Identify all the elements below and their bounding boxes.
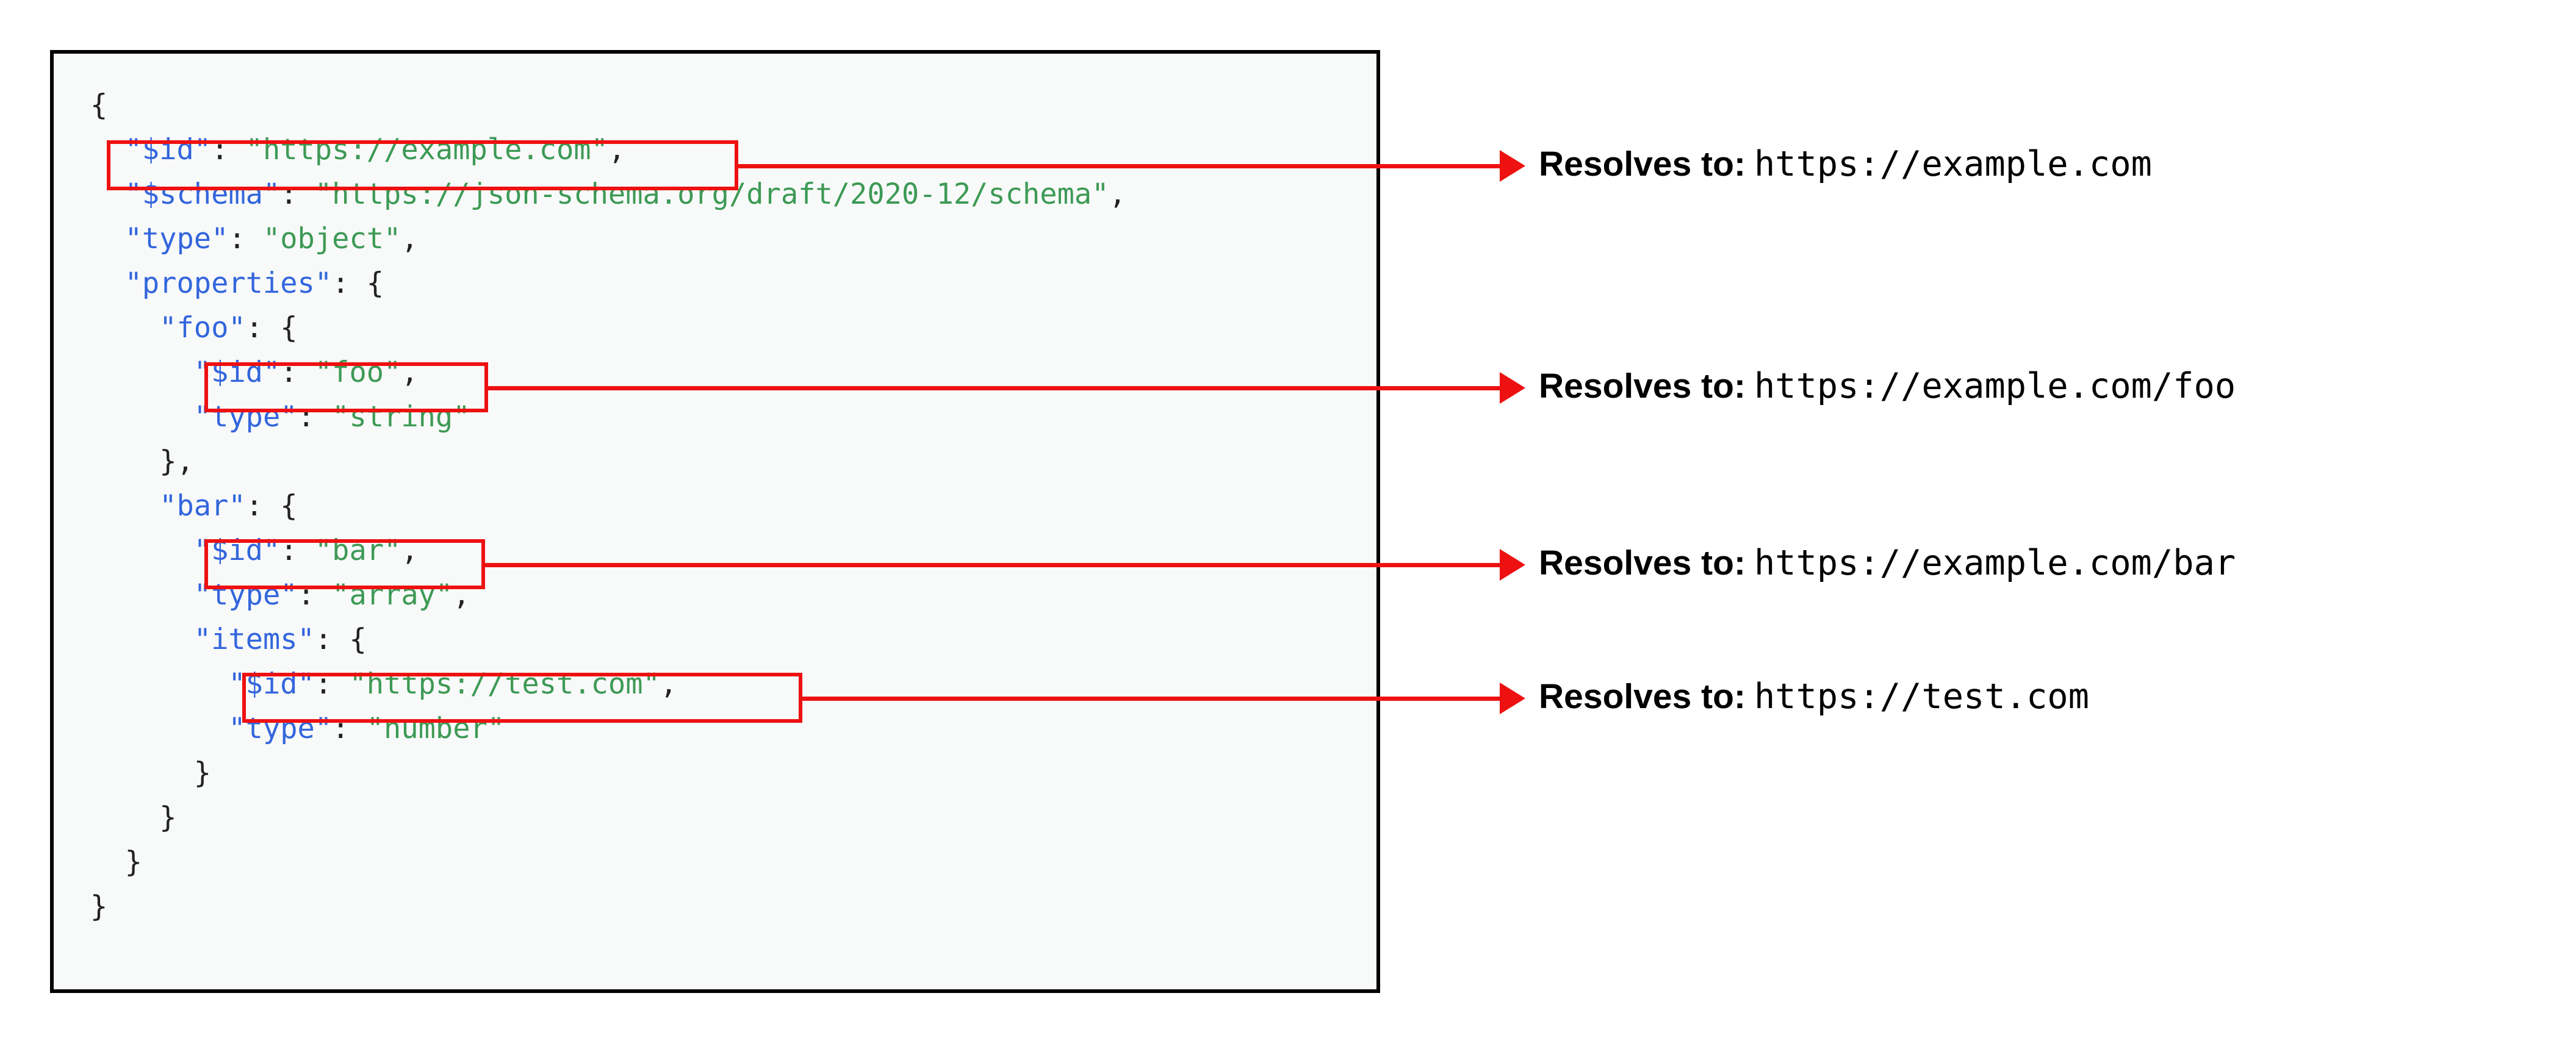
- code-token-p: {: [90, 88, 108, 122]
- code-token-k: "foo": [159, 311, 246, 345]
- resolves-root-label: Resolves to:: [1539, 145, 1746, 184]
- code-token-s: "foo": [314, 356, 401, 389]
- code-line: "foo": {: [90, 306, 1126, 350]
- code-token-p: :: [332, 712, 367, 745]
- code-line: "$id": "foo",: [90, 350, 1126, 395]
- resolves-items-arrow-line: [802, 697, 1500, 701]
- code-token-k: "type": [228, 712, 333, 745]
- code-token-p: : {: [314, 623, 367, 656]
- code-token-k: "type": [193, 578, 298, 612]
- code-token-p: ,: [401, 356, 419, 389]
- code-line: "type": "string": [90, 395, 1126, 439]
- code-token-k: "$id": [193, 534, 281, 567]
- resolves-root: Resolves to:https://example.com: [1539, 147, 2152, 182]
- code-token-s: "object": [262, 222, 401, 256]
- resolves-bar: Resolves to:https://example.com/bar: [1539, 546, 2236, 581]
- code-token-p: :: [280, 534, 315, 567]
- code-token-p: ,: [401, 534, 419, 567]
- resolves-foo-arrow-line: [488, 386, 1500, 390]
- resolves-root-arrow-line: [738, 164, 1500, 168]
- code-token-s: "https://example.com": [245, 133, 608, 167]
- code-token-p: ,: [660, 667, 678, 701]
- code-line: "type": "object",: [90, 217, 1126, 261]
- code-token-p: :: [314, 667, 350, 701]
- resolves-foo-label: Resolves to:: [1539, 367, 1746, 406]
- code-token-s: "string": [332, 400, 470, 434]
- code-token-p: :: [297, 400, 333, 434]
- resolves-foo: Resolves to:https://example.com/foo: [1539, 369, 2236, 404]
- resolves-items-arrow-head-icon: [1500, 683, 1525, 714]
- code-token-s: "https://json-schema.org/draft/2020-12/s…: [314, 177, 1109, 211]
- code-token-p: : {: [245, 311, 298, 345]
- code-token-p: :: [297, 578, 333, 612]
- code-line: "properties": {: [90, 261, 1126, 306]
- code-line: "items": {: [90, 617, 1126, 662]
- code-token-k: "type": [124, 222, 229, 256]
- code-line: "type": "number": [90, 706, 1126, 751]
- code-line: "$schema": "https://json-schema.org/draf…: [90, 172, 1126, 217]
- code-token-s: "bar": [314, 534, 401, 567]
- code-token-k: "type": [193, 400, 298, 434]
- code-token-s: "https://test.com": [349, 667, 660, 701]
- code-token-p: ,: [608, 133, 626, 167]
- code-token-p: :: [228, 222, 263, 256]
- code-token-p: ,: [1109, 177, 1126, 211]
- code-line: "$id": "https://example.com",: [90, 127, 1126, 172]
- code-token-k: "bar": [159, 489, 246, 523]
- code-token-p: }: [193, 756, 212, 790]
- code-token-k: "$schema": [124, 177, 281, 211]
- code-token-k: "items": [193, 623, 315, 656]
- resolves-root-url: https://example.com: [1754, 144, 2152, 184]
- code-token-p: :: [280, 356, 315, 389]
- resolves-foo-url: https://example.com/foo: [1754, 366, 2236, 406]
- code-token-p: : {: [245, 489, 298, 523]
- code-token-k: "$id": [124, 133, 212, 167]
- code-token-k: "$id": [193, 356, 281, 389]
- code-token-p: : {: [332, 267, 384, 300]
- code-token-k: "$id": [228, 667, 315, 701]
- code-token-p: :: [280, 177, 315, 211]
- resolves-items-label: Resolves to:: [1539, 677, 1746, 716]
- resolves-bar-arrow-head-icon: [1500, 549, 1525, 581]
- resolves-bar-arrow-line: [485, 563, 1500, 567]
- code-line: "bar": {: [90, 484, 1126, 528]
- code-line: "type": "array",: [90, 573, 1126, 617]
- code-token-p: ,: [453, 578, 470, 612]
- resolves-bar-url: https://example.com/bar: [1754, 543, 2236, 583]
- code-token-p: ,: [401, 222, 419, 256]
- resolves-bar-label: Resolves to:: [1539, 543, 1746, 582]
- code-token-p: :: [211, 133, 246, 167]
- code-line: },: [90, 439, 1126, 484]
- code-line: }: [90, 884, 1126, 929]
- code-line: }: [90, 795, 1126, 840]
- resolves-items-url: https://test.com: [1754, 676, 2090, 717]
- json-code-panel: { "$id": "https://example.com", "$schema…: [50, 50, 1380, 993]
- resolves-root-arrow-head-icon: [1500, 150, 1525, 182]
- json-code-listing: { "$id": "https://example.com", "$schema…: [90, 83, 1126, 929]
- resolves-foo-arrow-head-icon: [1500, 372, 1525, 404]
- code-line: {: [90, 83, 1126, 127]
- code-token-p: }: [90, 890, 108, 923]
- code-token-p: },: [159, 445, 194, 478]
- code-line: }: [90, 840, 1126, 884]
- code-token-p: }: [159, 801, 177, 834]
- code-token-k: "properties": [124, 267, 333, 300]
- code-token-s: "array": [332, 578, 453, 612]
- code-line: }: [90, 751, 1126, 795]
- code-token-p: }: [124, 845, 142, 879]
- code-token-s: "number": [366, 712, 505, 745]
- resolves-items: Resolves to:https://test.com: [1539, 679, 2089, 714]
